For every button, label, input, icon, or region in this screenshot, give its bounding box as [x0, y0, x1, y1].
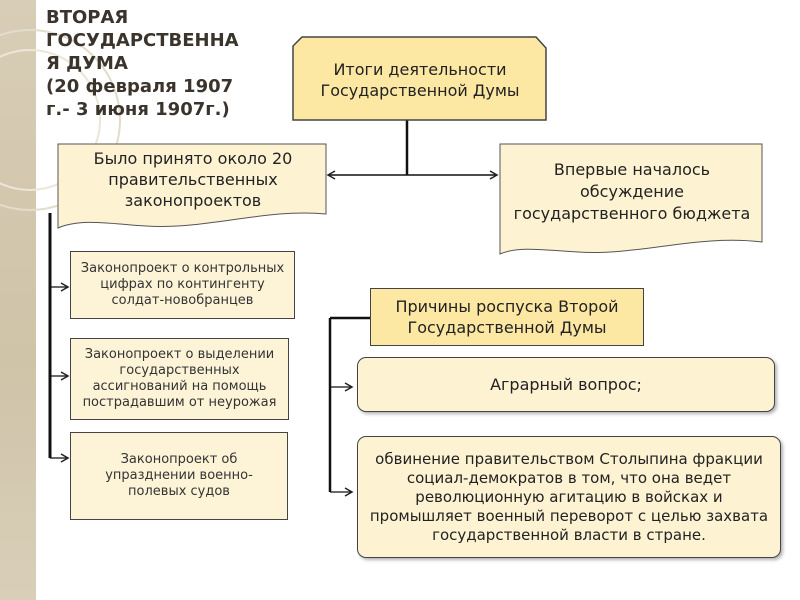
dissolution-header: Причины роспуска Второй Государственной … — [370, 288, 644, 346]
side-band — [0, 0, 36, 600]
bill-item: Законопроект об упразднении военно-полев… — [70, 432, 288, 520]
reason-item: Аграрный вопрос; — [357, 357, 775, 412]
results-header: Итоги деятельности Государственной Думы — [320, 60, 520, 100]
left-note-shape — [57, 143, 327, 229]
page-title: ВТОРАЯ ГОСУДАРСТВЕННА Я ДУМА (20 февраля… — [46, 7, 239, 120]
accepted-bills-note: Было принято около 20 правительственных … — [93, 148, 293, 210]
bill-item: Законопроект о контрольных цифрах по кон… — [70, 251, 295, 319]
bill-item: Законопроект о выделении государственных… — [70, 338, 289, 420]
budget-discussion-note: Впервые началось обсуждение государствен… — [513, 160, 751, 223]
right-note-shape — [499, 143, 763, 255]
results-header-shape — [292, 36, 547, 121]
reason-item: обвинение правительством Столыпина фракц… — [357, 436, 781, 558]
